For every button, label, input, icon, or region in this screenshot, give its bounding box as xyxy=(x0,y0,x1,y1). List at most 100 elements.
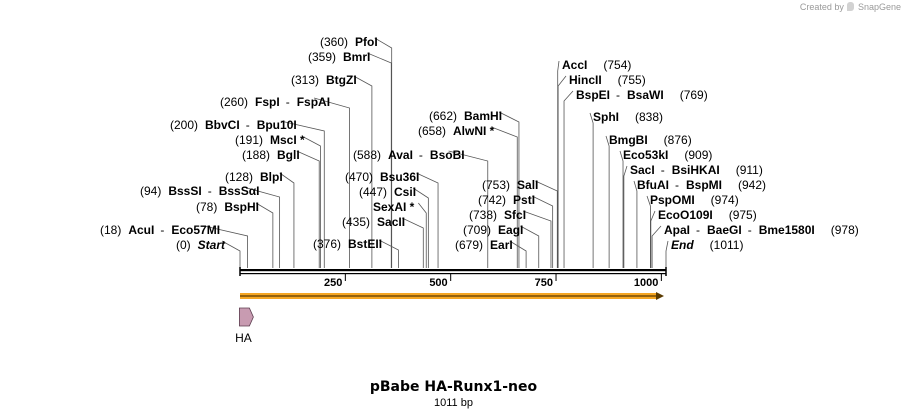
site-label-fspi[interactable]: (260)FspI-FspAI xyxy=(220,95,330,109)
site-label-sacii[interactable]: (435) SacII xyxy=(342,215,405,229)
enzyme-name: BfuAI xyxy=(637,178,669,192)
ruler-bottom-line xyxy=(240,273,666,275)
site-label-bgli[interactable]: (188)BglI xyxy=(242,148,300,162)
site-label-sphi[interactable]: SphI (838) xyxy=(593,110,663,124)
site-label-eari[interactable]: (679)EarI xyxy=(455,238,513,252)
site-line-bsssi xyxy=(243,186,281,268)
site-label-bspei[interactable]: BspEI-BsaWI(769) xyxy=(576,88,708,102)
enzyme-name: End xyxy=(671,238,694,252)
site-position: (769) xyxy=(680,88,708,102)
site-label-bsteii[interactable]: (376)BstEII xyxy=(313,237,382,251)
site-line-sali xyxy=(535,180,558,268)
site-line-eco0109i xyxy=(650,210,656,268)
site-label-pspomi[interactable]: PspOMI(974) xyxy=(650,193,739,207)
site-position: (838) xyxy=(635,110,663,124)
site-position: (188) xyxy=(242,148,270,162)
site-line-alwni xyxy=(491,126,518,268)
site-line-blpi xyxy=(279,172,295,268)
enzyme-name: BspEI xyxy=(576,88,610,102)
enzyme-name: BspHI xyxy=(224,200,259,214)
site-label-start[interactable]: (0)Start xyxy=(176,238,226,252)
enzyme-separator: - xyxy=(616,88,620,102)
site-label-bbvci[interactable]: (200)BbvCI-Bpu10I xyxy=(170,118,297,132)
enzyme-separator: - xyxy=(696,223,700,237)
orf-arrow xyxy=(240,292,664,300)
site-label-msci[interactable]: (191)MscI * xyxy=(235,133,305,147)
site-label-bsphi[interactable]: (78)BspHI xyxy=(196,200,259,214)
enzyme-name: Bsu36I xyxy=(380,170,419,184)
site-label-bmgbi[interactable]: BmgBI(876) xyxy=(609,133,692,147)
site-position: (447) xyxy=(359,185,387,199)
site-position: (94) xyxy=(140,184,161,198)
site-position: (662) xyxy=(429,109,457,123)
site-position: (588) xyxy=(353,148,381,162)
enzyme-name: SphI xyxy=(593,110,619,124)
site-position: (742) xyxy=(478,193,506,207)
enzyme-name: BsoBI xyxy=(430,148,465,162)
site-line-csii xyxy=(412,187,429,268)
enzyme-name: CsiI xyxy=(394,185,416,199)
site-position: (754) xyxy=(603,58,631,72)
enzyme-name: SacI xyxy=(630,163,655,177)
enzyme-name: MscI * xyxy=(270,133,305,147)
site-label-eagi[interactable]: (709)EagI xyxy=(463,223,523,237)
enzyme-separator: - xyxy=(748,223,752,237)
enzyme-name: AccI xyxy=(562,58,587,72)
credit-brand: SnapGene xyxy=(857,2,901,12)
enzyme-name: BlpI xyxy=(260,170,283,184)
site-label-csii[interactable]: (447) CsiI xyxy=(359,185,416,199)
site-label-acui[interactable]: (18)AcuI-Eco57MI xyxy=(100,223,220,237)
site-label-apai[interactable]: ApaI-BaeGI-Bme1580I(978) xyxy=(664,223,859,237)
site-line-bsphi xyxy=(255,202,274,268)
site-label-blpi[interactable]: (128)BlpI xyxy=(225,170,283,184)
site-line-start xyxy=(221,240,241,268)
enzyme-name: BaeGI xyxy=(707,223,742,237)
site-label-bsu36i[interactable]: (470)Bsu36I xyxy=(345,170,419,184)
enzyme-name: ApaI xyxy=(664,223,690,237)
site-label-pfoi[interactable]: (360)PfoI xyxy=(320,35,378,49)
site-label-sfci[interactable]: (738)SfcI xyxy=(469,208,526,222)
site-label-btgzi[interactable]: (313)BtgZI xyxy=(291,73,357,87)
site-label-psti[interactable]: (742)PstI xyxy=(478,193,535,207)
site-label-avai[interactable]: (588)AvaI-BsoBI xyxy=(353,148,465,162)
enzyme-name: SacII xyxy=(377,215,405,229)
site-line-eco53ki xyxy=(619,150,624,268)
enzyme-name: EagI xyxy=(498,223,523,237)
site-label-saci[interactable]: SacI-BsiHKAI(911) xyxy=(630,163,763,177)
site-line-acui xyxy=(203,225,248,268)
site-label-eco0109i[interactable]: EcoO109I(975) xyxy=(658,208,757,222)
site-position: (18) xyxy=(100,223,121,237)
site-label-sali[interactable]: (753)SalI xyxy=(482,178,538,192)
site-label-bmri[interactable]: (359)BmrI xyxy=(308,50,370,64)
site-line-pspomi xyxy=(646,195,651,268)
enzyme-name: BmrI xyxy=(343,50,370,64)
enzyme-name: BtgZI xyxy=(326,73,357,87)
site-position: (753) xyxy=(482,178,510,192)
map-length: 1011 bp xyxy=(434,397,473,409)
enzyme-name: BamHI xyxy=(464,109,502,123)
enzyme-name: PfoI xyxy=(355,35,378,49)
site-label-eco53ki[interactable]: Eco53kI(909) xyxy=(623,148,712,162)
site-label-bamhi[interactable]: (662) BamHI xyxy=(429,109,502,123)
enzyme-name: AcuI xyxy=(128,223,154,237)
site-label-alwni[interactable]: (658)AlwNI * xyxy=(418,124,495,138)
site-position: (435) xyxy=(342,215,370,229)
site-label-end[interactable]: End(1011) xyxy=(671,238,743,252)
site-position: (658) xyxy=(418,124,446,138)
site-line-bsu36i xyxy=(416,172,439,268)
ruler-tick-label: 500 xyxy=(429,277,447,289)
site-label-hincii[interactable]: HincII(755) xyxy=(569,73,646,87)
enzyme-name: Eco57MI xyxy=(171,223,220,237)
feature-ha-arrow[interactable] xyxy=(239,307,254,327)
site-line-eari xyxy=(509,240,527,268)
site-label-bsssi[interactable]: (94)BssSI-BssSαI xyxy=(140,184,259,198)
site-line-bmri xyxy=(367,52,392,268)
ruler-tick-label: 1000 xyxy=(634,277,658,289)
site-label-sexai[interactable]: SexAI * xyxy=(373,200,415,214)
map-title: pBabe HA-Runx1-neo xyxy=(369,379,538,395)
site-label-bfuai[interactable]: BfuAI-BspMI(942) xyxy=(637,178,766,192)
enzyme-separator: - xyxy=(419,148,423,162)
site-label-acci[interactable]: AccI (754) xyxy=(562,58,631,72)
site-position: (200) xyxy=(170,118,198,132)
